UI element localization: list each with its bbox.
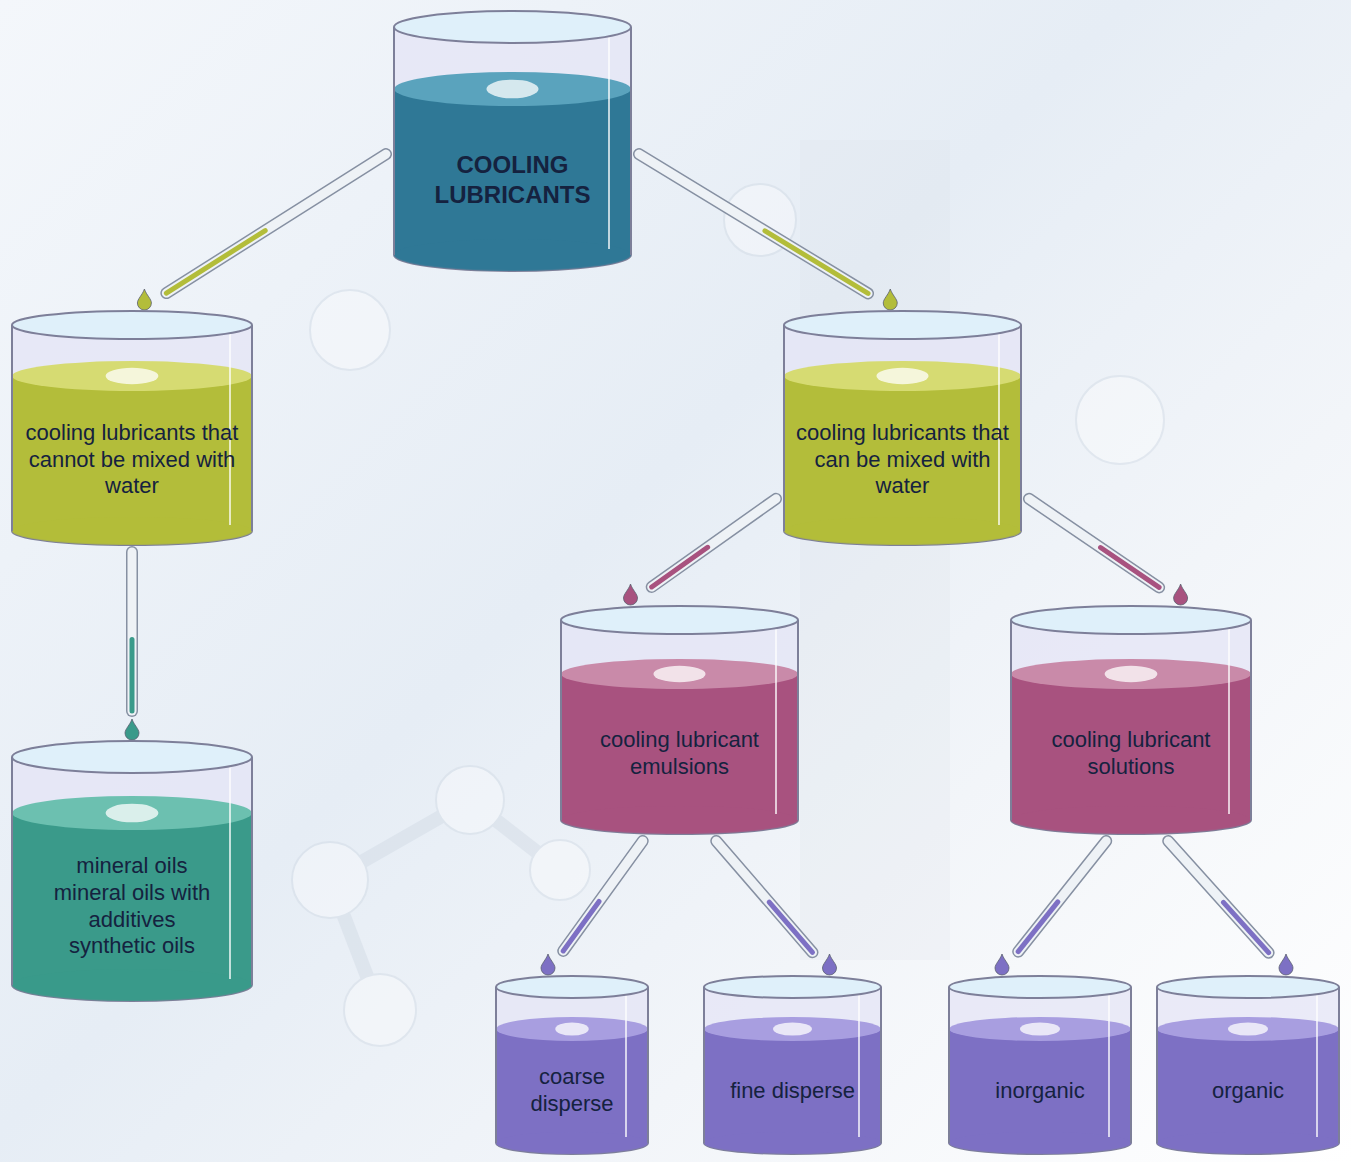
beaker-node: fine disperse	[700, 975, 885, 1155]
beaker-label: fine disperse	[730, 1078, 855, 1105]
beaker-node: organic	[1153, 975, 1343, 1155]
beaker-label: cooling lubricants that can be mixed wit…	[794, 420, 1011, 500]
beaker-label: cooling lubricants that cannot be mixed …	[22, 420, 242, 500]
beaker-outline	[390, 10, 635, 272]
beaker-label-area: COOLING LUBRICANTS	[404, 108, 621, 251]
beaker-outline	[557, 605, 802, 835]
beaker-label: mineral oils with additives	[22, 880, 242, 934]
beaker-label: organic	[1212, 1078, 1284, 1105]
beaker-node: inorganic	[945, 975, 1135, 1155]
pipette-connector	[541, 841, 643, 975]
pipette-connector	[639, 154, 897, 310]
beaker-label: coarse disperse	[506, 1064, 638, 1118]
beaker-label-area: cooling lubricant solutions	[1021, 691, 1241, 816]
beaker-label-area: cooling lubricants that can be mixed wit…	[794, 393, 1011, 527]
beaker-outline	[945, 975, 1135, 1155]
beaker-node: cooling lubricants that can be mixed wit…	[780, 310, 1025, 546]
beaker-node: cooling lubricants that cannot be mixed …	[8, 310, 256, 546]
beaker-outline	[1153, 975, 1343, 1155]
pipette-connector	[1029, 499, 1188, 605]
pipette-connector	[624, 499, 777, 605]
beaker-node: mineral oilsmineral oils with additivess…	[8, 740, 256, 1002]
pipette-connector	[125, 552, 139, 740]
beaker-label-area: organic	[1167, 1043, 1329, 1139]
beaker-label: cooling lubricant solutions	[1021, 727, 1241, 781]
beaker-label-area: inorganic	[959, 1043, 1121, 1139]
beaker-label: cooling lubricant emulsions	[571, 727, 788, 781]
beaker-label: synthetic oils	[69, 933, 195, 960]
beaker-outline	[1007, 605, 1255, 835]
beaker-outline	[700, 975, 885, 1155]
beaker-label-area: mineral oilsmineral oils with additivess…	[22, 832, 242, 981]
beaker-label: COOLING LUBRICANTS	[404, 150, 621, 209]
pipette-connector	[137, 154, 386, 310]
beaker-node: COOLING LUBRICANTS	[390, 10, 635, 272]
beaker-node: cooling lubricant solutions	[1007, 605, 1255, 835]
beaker-label: mineral oils	[76, 853, 187, 880]
beaker-label-area: cooling lubricants that cannot be mixed …	[22, 393, 242, 527]
pipette-connector	[995, 841, 1106, 975]
beaker-label-area: fine disperse	[714, 1043, 871, 1139]
beaker-label: inorganic	[995, 1078, 1084, 1105]
beaker-node: coarse disperse	[492, 975, 652, 1155]
beaker-node: cooling lubricant emulsions	[557, 605, 802, 835]
beaker-label-area: cooling lubricant emulsions	[571, 691, 788, 816]
pipette-connector	[716, 841, 836, 975]
beaker-label-area: coarse disperse	[506, 1043, 638, 1139]
pipette-connector	[1168, 841, 1293, 975]
